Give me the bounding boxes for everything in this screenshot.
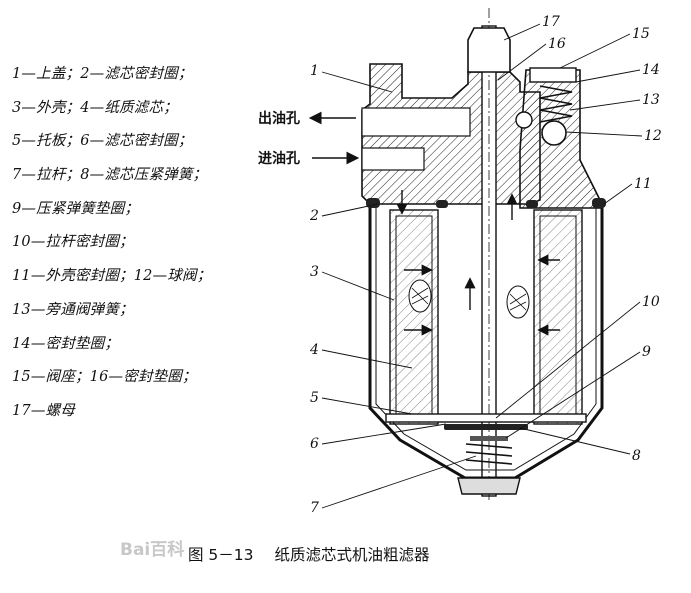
- callout-6: 6: [310, 436, 319, 452]
- leader-1: [321, 71, 393, 93]
- leader-11: [603, 183, 633, 205]
- leader-2: [321, 203, 379, 217]
- legend-line: 14—密封垫圈；: [12, 335, 120, 352]
- legend-line: 1—上盖；2—滤芯密封圈；: [12, 66, 193, 82]
- leader-9: [505, 351, 641, 439]
- bypass-spring: [539, 85, 573, 123]
- legend-line: 9—压紧弹簧垫圈；: [12, 200, 140, 217]
- callout-1: 1: [310, 63, 319, 79]
- watermark: Bai百科: [120, 540, 185, 560]
- outlet-channel: [361, 107, 471, 137]
- callout-2: 2: [309, 208, 319, 224]
- top-nut: [467, 27, 511, 73]
- element-seal-top-right: [526, 200, 538, 208]
- legend-line: 7—拉杆；8—滤芯压紧弹簧；: [12, 167, 208, 184]
- ball-valve: [541, 120, 567, 146]
- callout-4: 4: [309, 342, 319, 358]
- callout-17: 17: [542, 14, 560, 30]
- legend-line: 5—托板；6—滤芯密封圈；: [12, 133, 193, 150]
- legend-line: 11—外壳密封圈；12—球阀；: [12, 268, 212, 285]
- inlet-channel: [361, 147, 425, 171]
- callout-8: 8: [632, 448, 641, 464]
- paper-element-right: [533, 209, 583, 425]
- callout-10: 10: [642, 294, 660, 310]
- callout-12: 12: [644, 128, 662, 144]
- leader-7: [321, 455, 477, 509]
- figure-caption: 图 5－13 纸质滤芯式机油粗滤器: [188, 543, 429, 565]
- leader-14: [575, 69, 641, 83]
- support-plate: [385, 413, 587, 423]
- element-seal-top-left: [436, 200, 448, 208]
- outlet-label: 出油孔: [258, 110, 300, 127]
- legend-line: 17—螺母: [12, 402, 75, 419]
- callout-14: 14: [642, 62, 660, 78]
- leader-16: [497, 43, 547, 81]
- callout-5: 5: [310, 390, 319, 406]
- element-seal-bottom: [444, 424, 528, 430]
- callout-7: 7: [310, 500, 319, 516]
- inlet-label: 进油孔: [258, 150, 300, 167]
- callout-11: 11: [634, 176, 652, 192]
- shell-seal-right: [592, 198, 606, 208]
- legend-line: 3—外壳；4—纸质滤芯；: [12, 99, 178, 116]
- callout-16: 16: [548, 36, 566, 52]
- leader-17: [503, 23, 541, 41]
- callout-15: 15: [632, 26, 650, 42]
- compression-spring: [465, 443, 513, 465]
- leader-10: [495, 301, 641, 419]
- callout-3: 3: [310, 264, 319, 280]
- figure-number: 图 5－13: [188, 546, 254, 564]
- leader-8: [519, 427, 631, 455]
- leader-12: [565, 131, 643, 137]
- leader-3: [321, 271, 395, 301]
- leader-13: [569, 99, 641, 111]
- leader-5: [321, 397, 413, 415]
- drain-plug: [457, 477, 521, 495]
- callout-13: 13: [642, 92, 660, 108]
- figure-title: 纸质滤芯式机油粗滤器: [274, 546, 430, 564]
- spring-washer: [470, 436, 508, 441]
- leader-4: [321, 349, 413, 369]
- ball-valve-side: [515, 111, 533, 129]
- parts-legend: 1—上盖；2—滤芯密封圈； 3—外壳；4—纸质滤芯； 5—托板；6—滤芯密封圈；…: [12, 58, 262, 429]
- legend-line: 13—旁通阀弹簧；: [12, 301, 134, 318]
- valve-seat: [529, 67, 577, 83]
- paper-element-left: [389, 209, 439, 425]
- legend-line: 10—拉杆密封圈；: [12, 234, 134, 251]
- leader-15: [559, 33, 631, 69]
- callout-9: 9: [642, 344, 651, 360]
- legend-line: 15—阀座；16—密封垫圈；: [12, 369, 197, 386]
- leader-6: [321, 423, 447, 445]
